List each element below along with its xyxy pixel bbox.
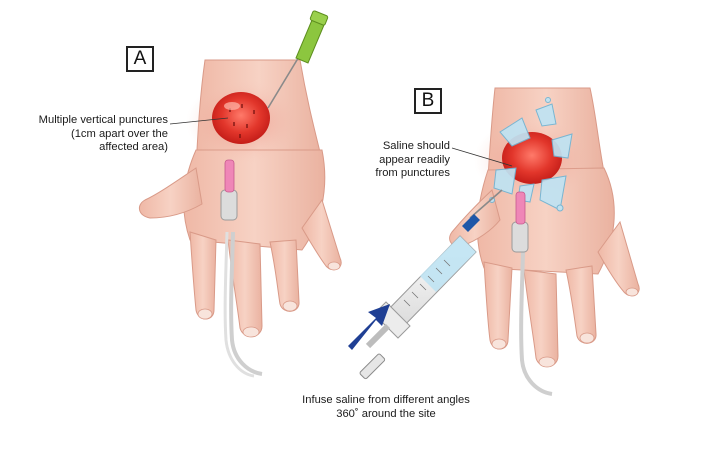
hand-a-palm xyxy=(183,149,326,251)
hand-b-catheter-tube xyxy=(519,251,553,396)
hand-a-nail xyxy=(282,300,298,312)
hand-a xyxy=(138,10,342,378)
hand-a-ring-finger xyxy=(269,239,300,312)
hand-a-little-finger xyxy=(301,198,342,271)
caption-b: Infuse saline from different angles 360˚… xyxy=(286,394,486,421)
syringe-tip xyxy=(462,214,480,232)
hand-b-middle-finger xyxy=(523,269,559,367)
hand-b-cannula-pink xyxy=(515,191,526,225)
hand-a-needle-shaft xyxy=(267,54,301,109)
saline-splash xyxy=(551,133,573,159)
hand-a-cannula-hub xyxy=(220,189,238,221)
annotation-b-line: Saline should xyxy=(382,140,450,152)
hand-b-little-finger xyxy=(597,220,640,297)
saline-splash-group xyxy=(489,97,573,212)
panel-label-a: A xyxy=(126,46,154,72)
hand-b-lesion xyxy=(502,132,562,184)
hand-a-cannula-pink xyxy=(224,159,235,193)
saline-splash xyxy=(493,167,517,195)
hand-b-ring-finger xyxy=(565,265,597,344)
annotation-a-line: affected area) xyxy=(99,141,168,153)
syringe-plunger-thumb xyxy=(359,353,386,380)
lesion-highlight xyxy=(224,102,240,110)
hand-b-nail xyxy=(491,338,507,350)
syringe-graduations xyxy=(403,259,451,307)
saline-splash xyxy=(535,103,557,127)
annotation-a: Multiple vertical punctures (1cm apart o… xyxy=(18,114,168,155)
hand-a-nail xyxy=(242,326,260,338)
hand-a-lesion xyxy=(212,92,270,144)
hand-a-needle-hub-icon xyxy=(295,19,325,64)
panel-a-letter: A xyxy=(133,48,147,69)
hand-b-cannula-hub xyxy=(511,221,529,253)
panel-b-letter: B xyxy=(421,90,435,111)
caption-b-line: 360˚ around the site xyxy=(336,407,436,420)
syringe xyxy=(359,189,503,380)
syringe-needle xyxy=(469,189,503,219)
hand-b-nail xyxy=(538,356,556,368)
hand-a-needle-cap xyxy=(309,10,329,26)
annotation-b: Saline should appear readily from punctu… xyxy=(364,140,450,181)
hand-b xyxy=(449,87,640,396)
annotation-a-line: Multiple vertical punctures xyxy=(38,114,168,126)
annotation-b-line: appear readily xyxy=(379,153,450,166)
panel-label-b: B xyxy=(414,88,442,114)
hand-b-nail xyxy=(579,332,595,344)
infuse-direction-arrow-icon xyxy=(348,304,390,350)
hand-a-nail xyxy=(197,308,213,320)
hand-a-index-finger xyxy=(189,231,217,320)
hand-b-nail xyxy=(625,287,639,297)
caption-b-line: Infuse saline from different angles xyxy=(302,394,470,406)
saline-splash xyxy=(499,117,531,147)
annotation-a-line: (1cm apart over the xyxy=(70,127,168,140)
annotation-leader-b xyxy=(451,147,513,167)
saline-drop xyxy=(545,97,551,103)
saline-drop xyxy=(556,204,564,212)
hand-b-index-finger xyxy=(483,261,513,350)
annotation-leader-a xyxy=(169,117,229,125)
hand-a-catheter-tube xyxy=(229,231,263,376)
annotation-b-line: from punctures xyxy=(375,167,450,179)
hand-a-nail xyxy=(327,261,341,271)
hand-a-thumb xyxy=(138,167,203,219)
syringe-plunger-rod xyxy=(365,323,391,349)
hand-a-catheter-tube-2 xyxy=(223,231,255,378)
